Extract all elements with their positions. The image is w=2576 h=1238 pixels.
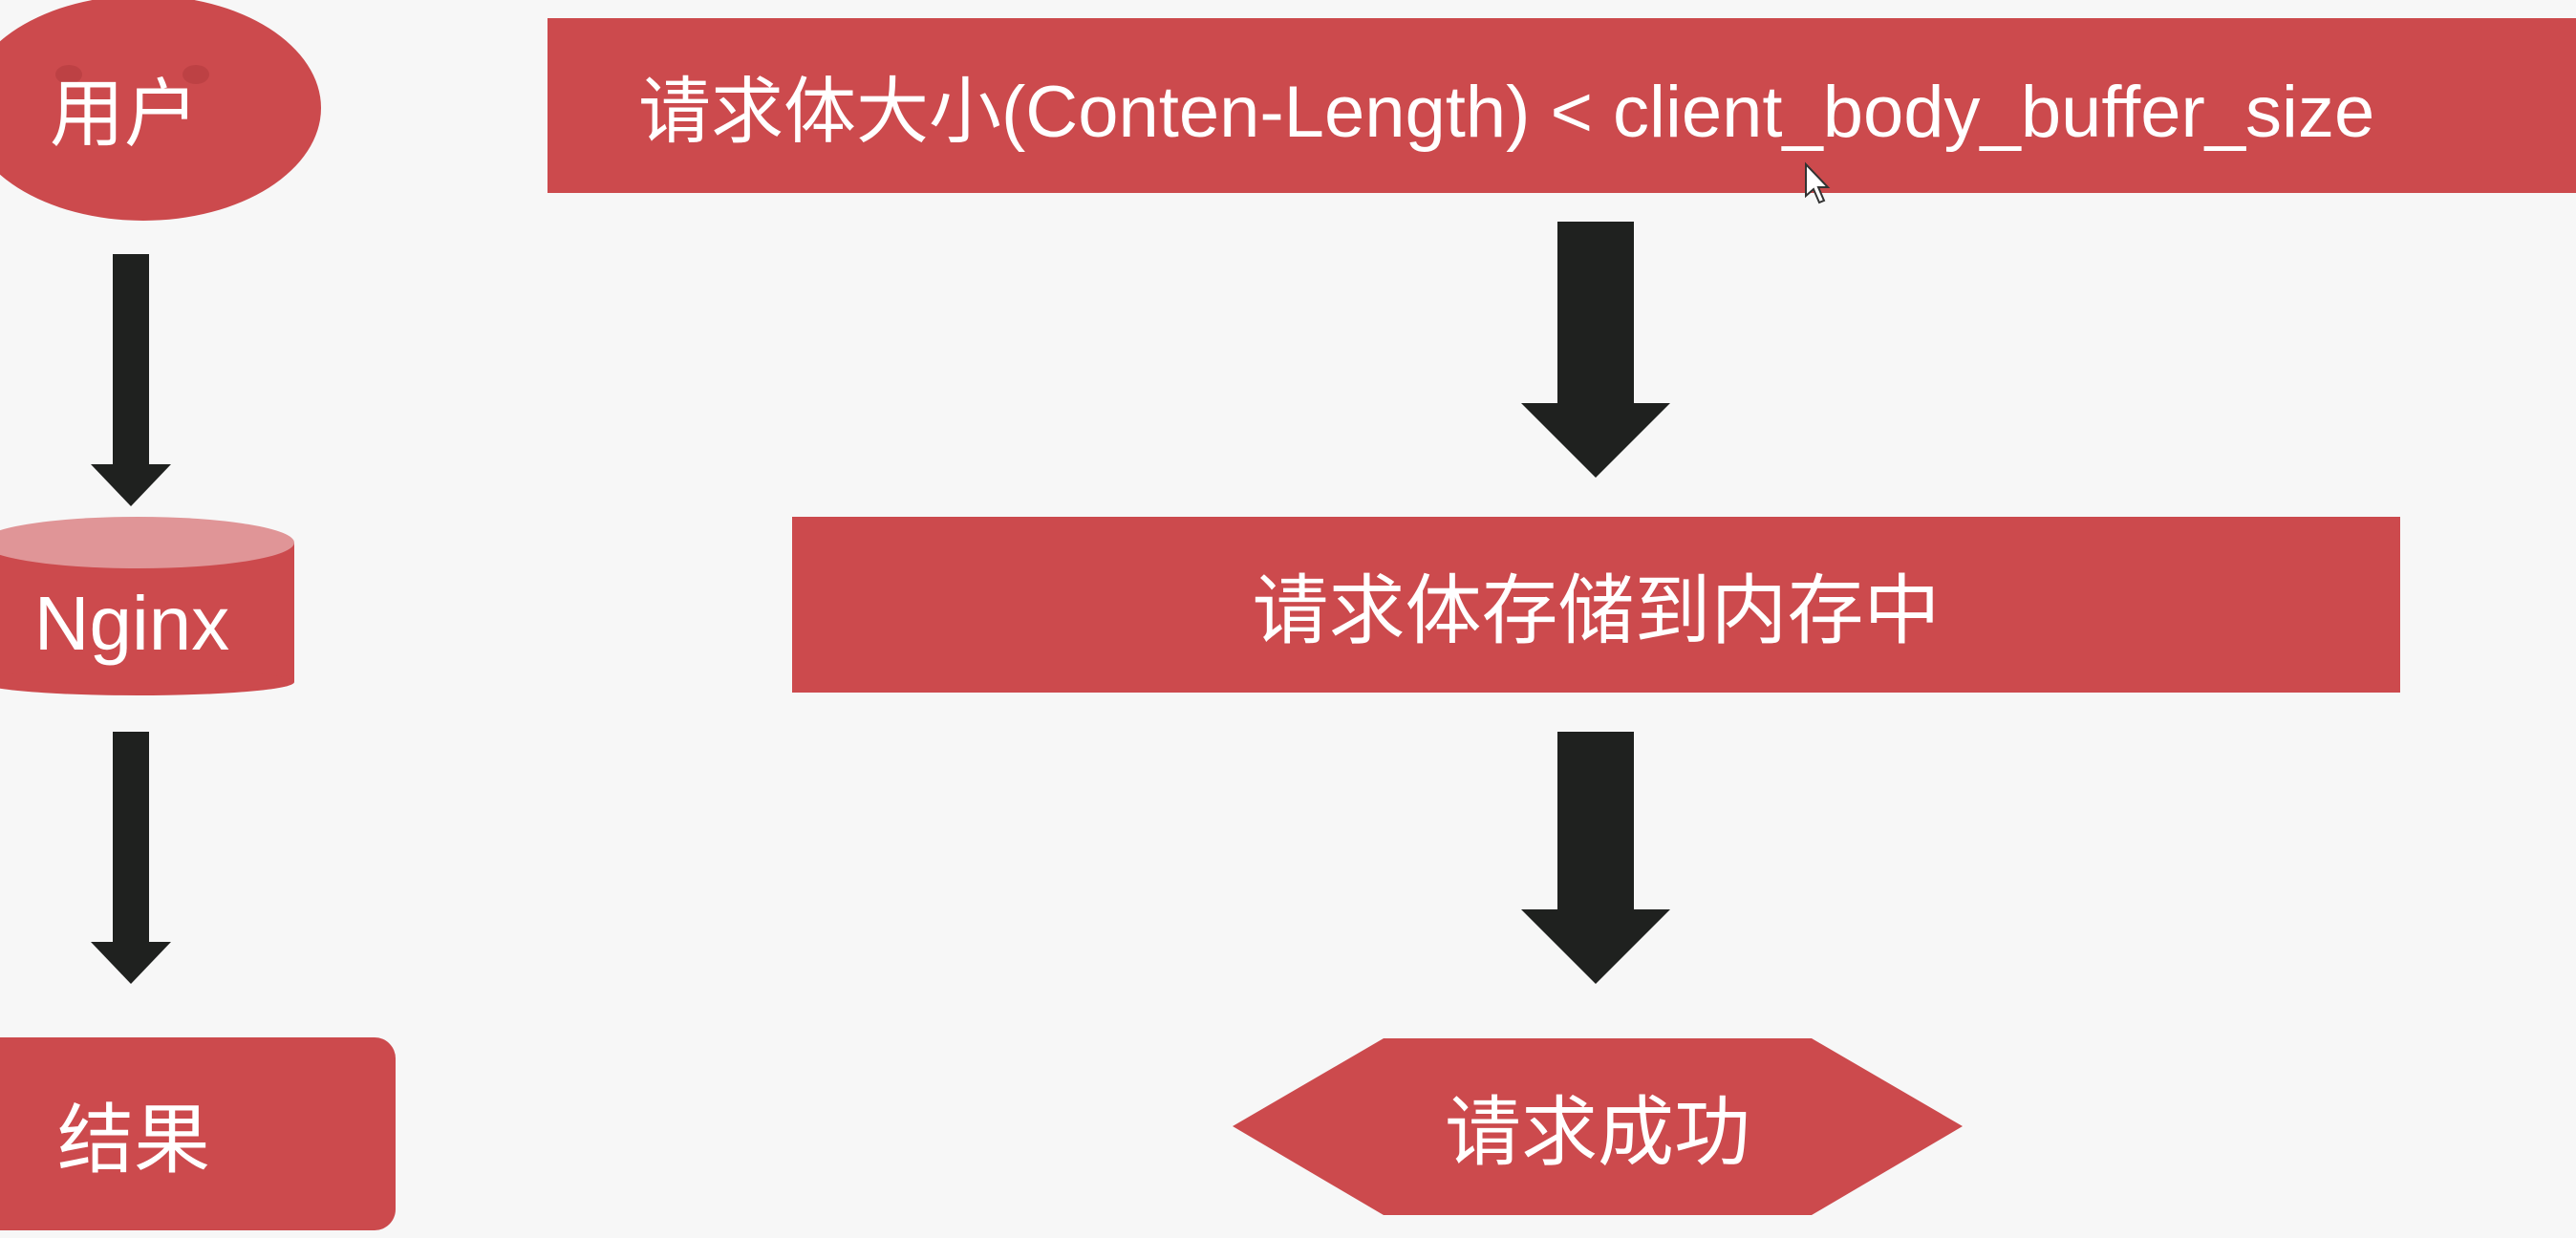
user-node-highlight [55,65,82,84]
arrow-nginx-to-result [91,732,171,984]
success-label: 请求成功 [1445,1090,1750,1175]
user-node-highlight [182,65,209,84]
user-node-shape [0,0,321,221]
arrow-condition-to-store [1521,222,1670,478]
arrow-store-to-success [1521,732,1670,984]
user-label: 用户 [49,72,199,156]
condition-node-shape [547,18,2576,193]
mouse-cursor-icon [1805,161,1831,204]
condition-label: 请求体大小(Conten-Length) < client_body_buffe… [638,72,2375,153]
nginx-label: Nginx [33,581,230,666]
store-node-shape [792,517,2400,693]
arrow-user-to-nginx [91,254,171,506]
nginx-node-shape [0,517,294,695]
result-node-shape [0,1037,396,1230]
store-label: 请求体存储到内存中 [1252,568,1941,653]
success-node-shape [1233,1038,1963,1215]
result-label: 结果 [57,1098,210,1183]
